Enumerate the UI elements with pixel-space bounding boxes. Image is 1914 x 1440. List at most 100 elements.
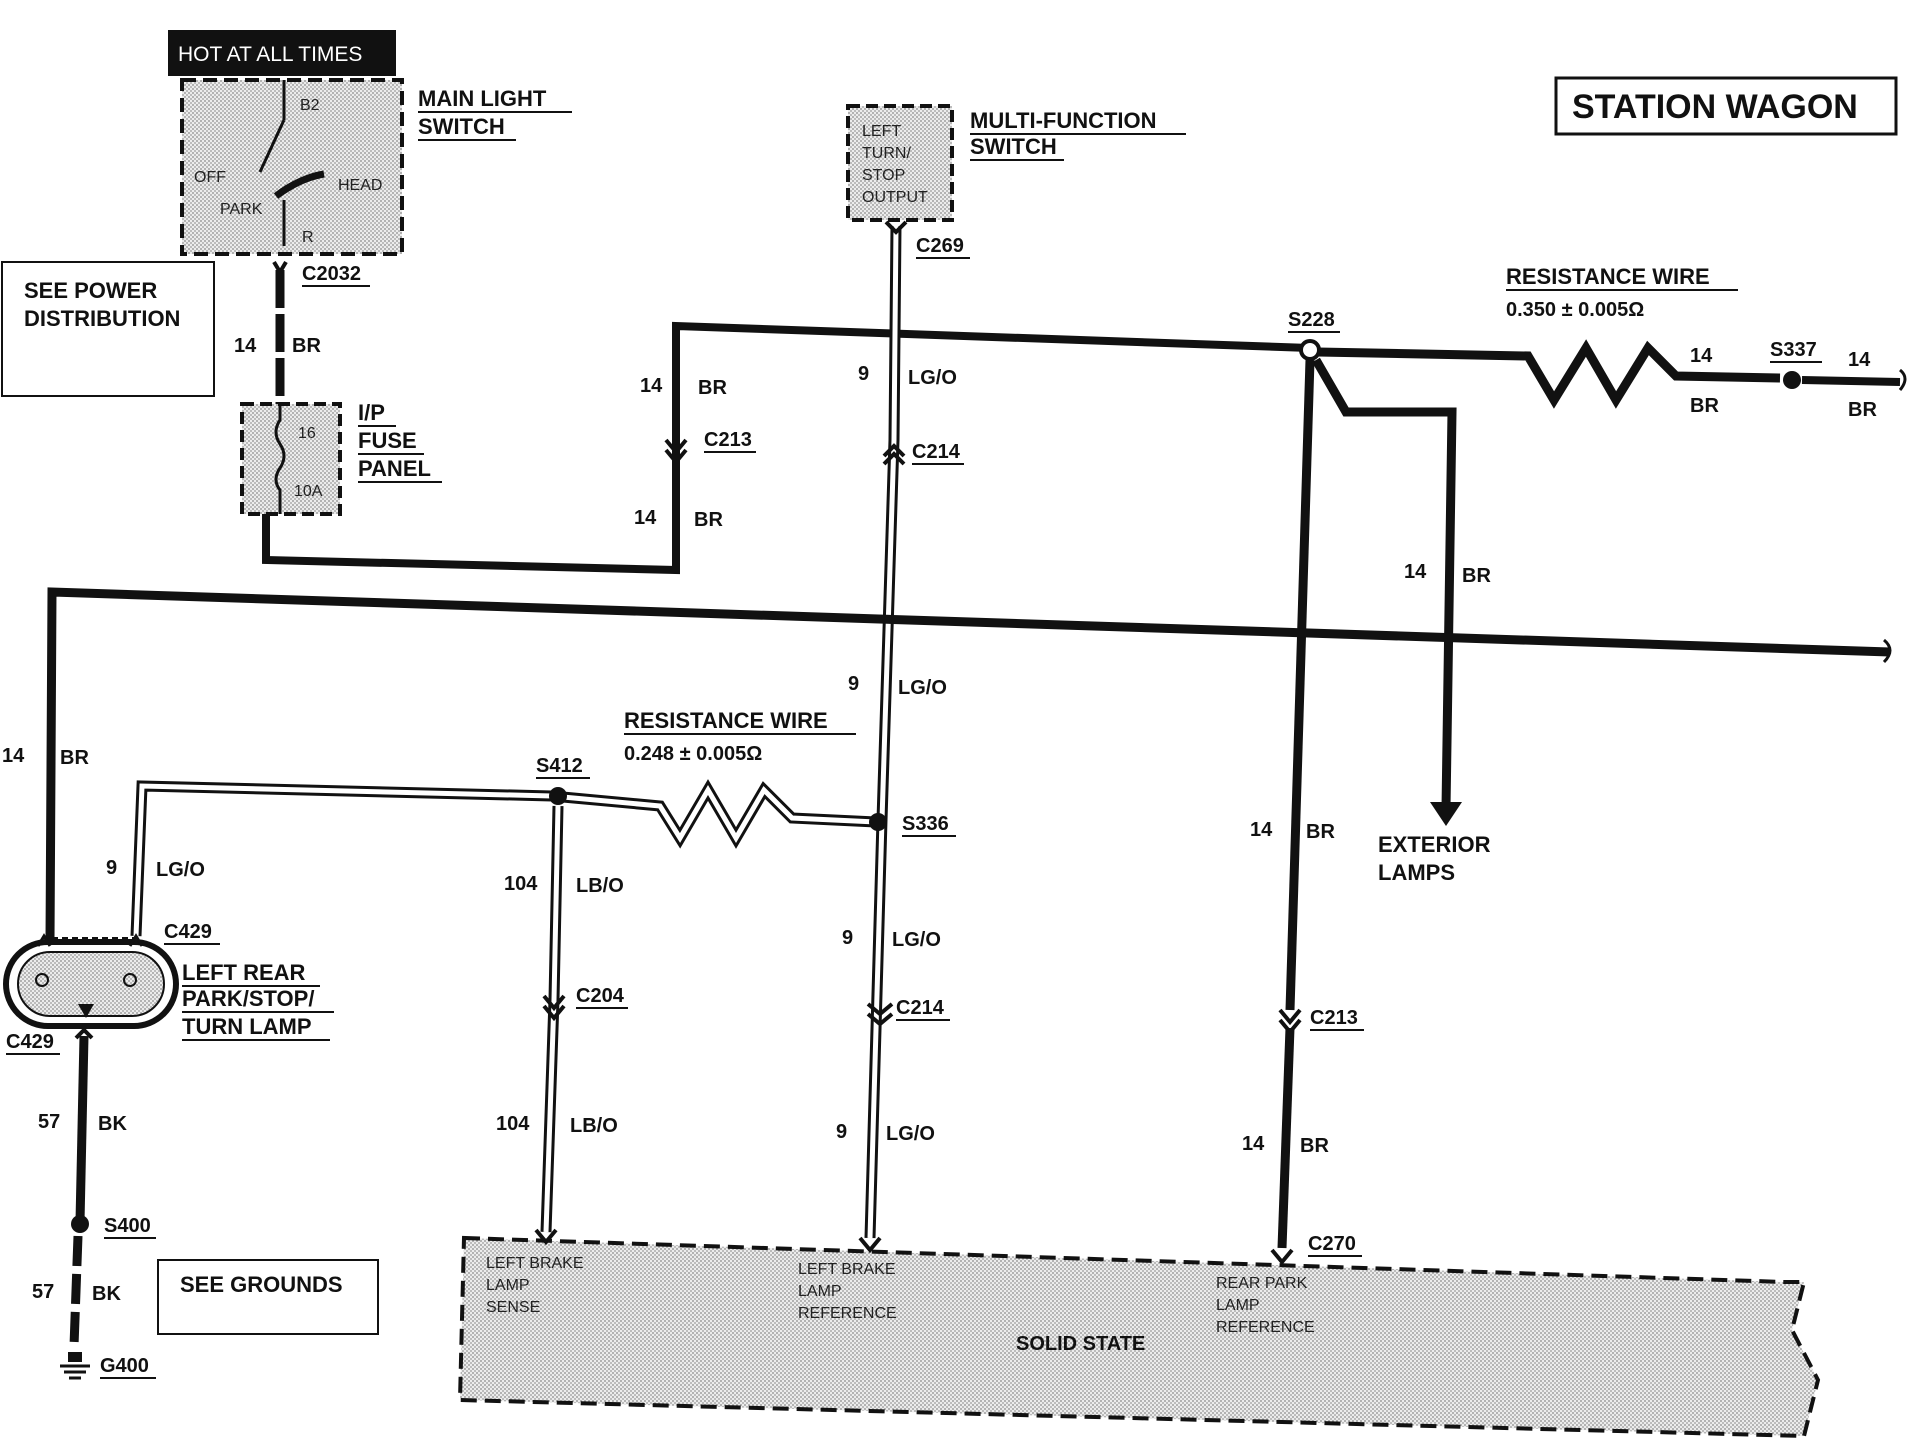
exterior-feed-color: BR bbox=[1462, 565, 1491, 587]
s337-right-color: BR bbox=[1848, 399, 1877, 421]
module-ref-line2: LAMP bbox=[798, 1283, 842, 1300]
lgo-top-gauge: 9 bbox=[858, 363, 869, 385]
c213-bottom-lower-gauge: 14 bbox=[1242, 1133, 1265, 1155]
s400-splice bbox=[71, 1215, 89, 1233]
lgo-top-color: LG/O bbox=[908, 367, 957, 389]
c214-bottom-label: C214 bbox=[896, 997, 945, 1019]
module-ref-line3: REFERENCE bbox=[798, 1305, 897, 1322]
lbo-upper-color: LB/O bbox=[576, 875, 624, 897]
s337-left-color: BR bbox=[1690, 395, 1719, 417]
hot-at-all-times-banner: HOT AT ALL TIMES bbox=[168, 30, 396, 76]
s228-splice bbox=[1299, 339, 1321, 361]
c429-bottom-label: C429 bbox=[6, 1031, 54, 1053]
s412-label: S412 bbox=[536, 755, 583, 777]
switch-park-label: PARK bbox=[220, 201, 263, 218]
hot-label: HOT AT ALL TIMES bbox=[178, 43, 362, 66]
mfs-output-line3: STOP bbox=[862, 167, 905, 184]
see-power-distribution-box: SEE POWER DISTRIBUTION bbox=[1, 261, 215, 397]
mfs-output-line1: LEFT bbox=[862, 123, 901, 140]
fuse-number: 16 bbox=[298, 425, 316, 442]
module-ref-line1: LEFT BRAKE bbox=[798, 1261, 896, 1278]
resistance-wire-top-label: RESISTANCE WIRE bbox=[1506, 264, 1710, 289]
module-rear-line3: REFERENCE bbox=[1216, 1319, 1315, 1336]
s337-right-gauge: 14 bbox=[1848, 349, 1871, 371]
c429-top-label: C429 bbox=[164, 921, 212, 943]
module-sense-line2: LAMP bbox=[486, 1277, 530, 1294]
s336-splice bbox=[869, 813, 887, 831]
lbo-lower-color: LB/O bbox=[570, 1115, 618, 1137]
see-power-line2: DISTRIBUTION bbox=[24, 306, 180, 331]
c214-top-label: C214 bbox=[912, 441, 961, 463]
c213-top-lower-gauge: 14 bbox=[634, 507, 657, 529]
lamp-lgo-gauge: 9 bbox=[106, 857, 117, 879]
s336-label: S336 bbox=[902, 813, 949, 835]
lgo-mid-color: LG/O bbox=[898, 677, 947, 699]
multi-function-switch: LEFT TURN/ STOP OUTPUT bbox=[846, 104, 954, 222]
s228-label: S228 bbox=[1288, 309, 1335, 331]
module-sense-line1: LEFT BRAKE bbox=[486, 1255, 584, 1272]
fuse-rating: 10A bbox=[294, 483, 323, 500]
c213-top-upper-gauge: 14 bbox=[640, 375, 663, 397]
see-grounds-box: SEE GROUNDS bbox=[157, 1259, 379, 1335]
resistance-wire-mid-value: 0.248 ± 0.005Ω bbox=[624, 743, 762, 765]
c270-label: C270 bbox=[1308, 1233, 1356, 1255]
see-power-line1: SEE POWER bbox=[24, 278, 157, 303]
lgo-wire-horizontal bbox=[130, 779, 877, 937]
c213-top-upper-color: BR bbox=[698, 377, 727, 399]
module-name: SOLID STATE bbox=[1016, 1333, 1145, 1355]
solid-state-module: LEFT BRAKE LAMP SENSE LEFT BRAKE LAMP RE… bbox=[457, 1228, 1821, 1439]
ground-lower-color: BK bbox=[92, 1283, 121, 1305]
module-rear-line1: REAR PARK bbox=[1216, 1275, 1308, 1292]
mfs-output-line2: TURN/ bbox=[862, 145, 911, 162]
station-wagon-title: STATION WAGON bbox=[1554, 76, 1898, 136]
exterior-feed-gauge: 14 bbox=[1404, 561, 1427, 583]
lamp-name-1: LEFT REAR bbox=[182, 960, 306, 985]
lbo-wire-vertical bbox=[540, 805, 564, 1233]
main-light-switch: B2 OFF PARK HEAD R bbox=[180, 78, 404, 256]
resistance-wire-mid-label: RESISTANCE WIRE bbox=[624, 708, 828, 733]
c204-label: C204 bbox=[576, 985, 625, 1007]
left-rear-lamp bbox=[3, 933, 179, 1029]
mfs-output-line4: OUTPUT bbox=[862, 189, 928, 206]
lbo-upper-gauge: 104 bbox=[504, 873, 538, 895]
switch-r-label: R bbox=[302, 229, 314, 246]
lamp-name-3: TURN LAMP bbox=[182, 1014, 312, 1039]
s337-splice bbox=[1783, 371, 1801, 389]
resistance-wire-top-value: 0.350 ± 0.005Ω bbox=[1506, 299, 1644, 321]
fuse-panel-name-2: FUSE bbox=[358, 428, 417, 453]
lgo-lower-lower-gauge: 9 bbox=[836, 1121, 847, 1143]
fuse-panel-name-1: I/P bbox=[358, 400, 385, 425]
s337-left-gauge: 14 bbox=[1690, 345, 1713, 367]
lgo-wire-vertical bbox=[864, 225, 902, 1239]
ground-upper-gauge: 57 bbox=[38, 1111, 60, 1133]
see-grounds-text: SEE GROUNDS bbox=[180, 1272, 343, 1297]
c269-label: C269 bbox=[916, 235, 964, 257]
mfs-name-1: MULTI-FUNCTION bbox=[970, 108, 1157, 133]
lgo-mid-gauge: 9 bbox=[848, 673, 859, 695]
ip-fuse-panel: 16 10A bbox=[240, 402, 342, 516]
s400-label: S400 bbox=[104, 1215, 151, 1237]
module-sense-line3: SENSE bbox=[486, 1299, 540, 1316]
lgo-lower-lower-color: LG/O bbox=[886, 1123, 935, 1145]
left-br-gauge: 14 bbox=[2, 745, 25, 767]
switch-b2-label: B2 bbox=[300, 97, 320, 114]
lamp-name-2: PARK/STOP/ bbox=[182, 986, 314, 1011]
exterior-lamps-line2: LAMPS bbox=[1378, 860, 1455, 885]
c2032-label: C2032 bbox=[302, 263, 361, 285]
lbo-lower-gauge: 104 bbox=[496, 1113, 530, 1135]
c213-bottom-lower-color: BR bbox=[1300, 1135, 1329, 1157]
mfs-name-2: SWITCH bbox=[970, 134, 1057, 159]
fuse-panel-name-3: PANEL bbox=[358, 456, 431, 481]
ground-lower-gauge: 57 bbox=[32, 1281, 54, 1303]
s337-label: S337 bbox=[1770, 339, 1817, 361]
s412-splice bbox=[549, 787, 567, 805]
ground-upper-color: BK bbox=[98, 1113, 127, 1135]
g400-label: G400 bbox=[100, 1355, 149, 1377]
module-rear-line2: LAMP bbox=[1216, 1297, 1260, 1314]
c213-top-label: C213 bbox=[704, 429, 752, 451]
switch-head-label: HEAD bbox=[338, 177, 382, 194]
lgo-lower-upper-color: LG/O bbox=[892, 929, 941, 951]
lgo-lower-upper-gauge: 9 bbox=[842, 927, 853, 949]
lamp-lgo-color: LG/O bbox=[156, 859, 205, 881]
